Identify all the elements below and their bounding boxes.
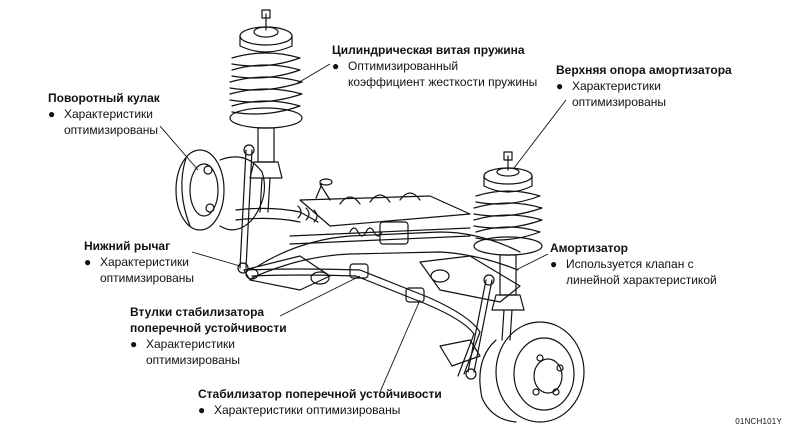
shock-line1: Используется клапан с (566, 257, 694, 271)
left-top-mount (239, 9, 293, 53)
knuckle-title: Поворотный кулак (48, 91, 160, 105)
label-bushings: Втулки стабилизатора поперечной устойчив… (130, 304, 287, 368)
spring-line1: Оптимизированный (348, 59, 459, 73)
stabilizer-line1: Характеристики оптимизированы (214, 403, 401, 417)
lower-arm-title: Нижний рычаг (84, 239, 171, 253)
left-coil-spring (229, 52, 303, 129)
label-shock: Амортизатор ● Используется клапан с линей… (550, 240, 717, 288)
shock-line2: линейной характеристикой (566, 273, 717, 287)
spring-title: Цилиндрическая витая пружина (332, 43, 525, 57)
right-stabilizer-link (465, 274, 495, 380)
mount-line1: Характеристики (572, 79, 661, 93)
right-shock-body (491, 254, 525, 341)
label-mount: Верхняя опора амортизатора ● Характеристи… (556, 62, 732, 110)
mount-line2: оптимизированы (572, 95, 667, 109)
label-knuckle: Поворотный кулак ● Характеристики оптимиз… (48, 90, 160, 138)
steering-rack (289, 221, 471, 245)
left-lower-arm (243, 255, 331, 291)
right-brake-disc (439, 321, 585, 423)
lower-arm-line1: Характеристики (100, 255, 189, 269)
spring-line2: коэффициент жесткости пружины (348, 75, 538, 89)
label-stabilizer: Стабилизатор поперечной устойчивости ● Ха… (198, 386, 442, 418)
figure-code: 01NCH101Y (735, 417, 782, 426)
bullet-icon: ● (550, 257, 558, 271)
bushings-title1: Втулки стабилизатора (130, 305, 265, 319)
bullet-icon: ● (130, 337, 138, 351)
bushings-line1: Характеристики (146, 337, 235, 351)
left-shock-body (249, 127, 283, 213)
mount-title: Верхняя опора амортизатора (556, 63, 732, 77)
stabilizer-title: Стабилизатор поперечной устойчивости (198, 387, 442, 401)
label-lower-arm: Нижний рычаг ● Характеристики оптимизиров… (84, 238, 194, 286)
right-lower-arm (419, 255, 521, 303)
right-top-mount (483, 151, 533, 193)
bushings-title2: поперечной устойчивости (130, 321, 287, 335)
left-driveshaft (235, 205, 319, 223)
leader-lines (159, 63, 567, 393)
bullet-icon: ● (84, 255, 92, 269)
bullet-icon: ● (556, 79, 564, 93)
bullet-icon: ● (48, 107, 56, 121)
stabilizer-bar (245, 263, 481, 377)
bushings-line2: оптимизированы (146, 353, 241, 367)
left-knuckle (175, 149, 265, 231)
lower-arm-line2: оптимизированы (100, 271, 195, 285)
bullet-icon: ● (332, 59, 340, 73)
shock-title: Амортизатор (550, 241, 628, 255)
bullet-icon: ● (198, 403, 206, 417)
subframe (251, 178, 521, 279)
right-coil-spring (473, 190, 543, 256)
knuckle-line2: оптимизированы (64, 123, 159, 137)
label-spring: Цилиндрическая витая пружина ● Оптимизиро… (332, 42, 537, 90)
knuckle-line1: Характеристики (64, 107, 153, 121)
